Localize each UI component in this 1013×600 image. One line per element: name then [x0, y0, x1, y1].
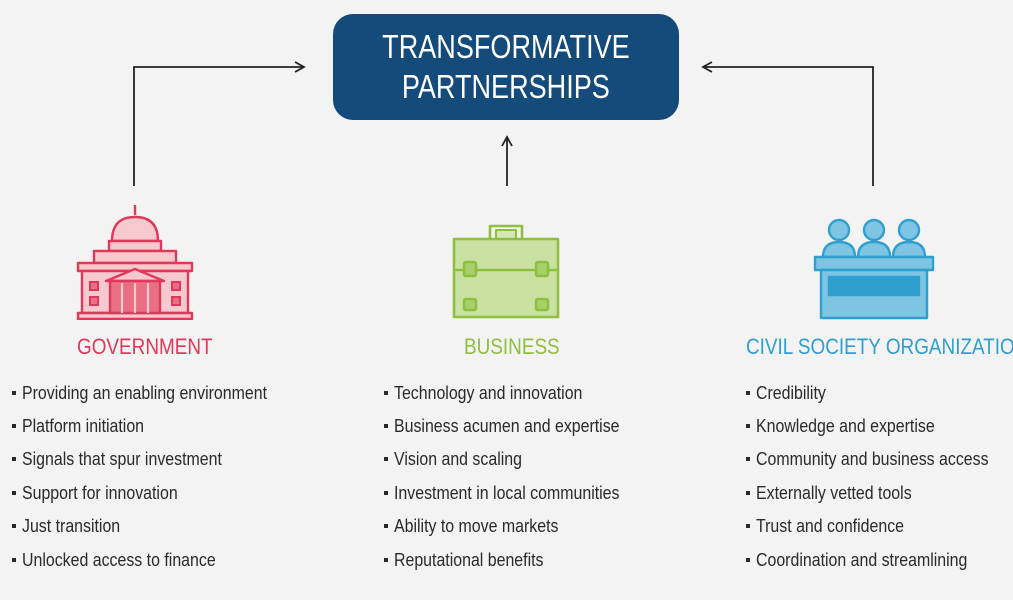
list-item: Business acumen and expertise	[384, 409, 656, 442]
title-line-1: TRANSFORMATIVE	[382, 28, 630, 65]
arrow-civil-to-title	[701, 61, 874, 186]
civil-society-list: Credibility Knowledge and expertise Comm…	[746, 376, 1013, 576]
civil-society-title: CIVIL SOCIETY ORGANIZATIONS	[746, 334, 1013, 359]
title-box: TRANSFORMATIVE PARTNERSHIPS	[333, 14, 679, 120]
list-item: Platform initiation	[12, 409, 307, 442]
title-line-2: PARTNERSHIPS	[401, 68, 610, 105]
list-item: Unlocked access to finance	[12, 543, 307, 576]
list-item: Reputational benefits	[384, 543, 656, 576]
list-item: Support for innovation	[12, 476, 307, 509]
government-building-icon	[76, 205, 194, 320]
list-item: Community and business access	[746, 443, 1013, 476]
list-item: Investment in local communities	[384, 476, 656, 509]
list-item: Externally vetted tools	[746, 476, 1013, 509]
list-item: Technology and innovation	[384, 376, 656, 409]
government-title: GOVERNMENT	[77, 334, 213, 359]
list-item: Ability to move markets	[384, 510, 656, 543]
business-list: Technology and innovation Business acume…	[384, 376, 656, 576]
list-item: Knowledge and expertise	[746, 409, 1013, 442]
list-item: Just transition	[12, 510, 307, 543]
briefcase-icon	[452, 224, 560, 319]
business-title: BUSINESS	[464, 334, 560, 359]
government-list: Providing an enabling environment Platfo…	[12, 376, 307, 576]
list-item: Signals that spur investment	[12, 443, 307, 476]
list-item: Providing an enabling environment	[12, 376, 307, 409]
list-item: Credibility	[746, 376, 1013, 409]
people-at-desk-icon	[813, 218, 935, 320]
list-item: Coordination and streamlining	[746, 543, 1013, 576]
arrow-government-to-title	[133, 61, 306, 186]
list-item: Trust and confidence	[746, 510, 1013, 543]
list-item: Vision and scaling	[384, 443, 656, 476]
